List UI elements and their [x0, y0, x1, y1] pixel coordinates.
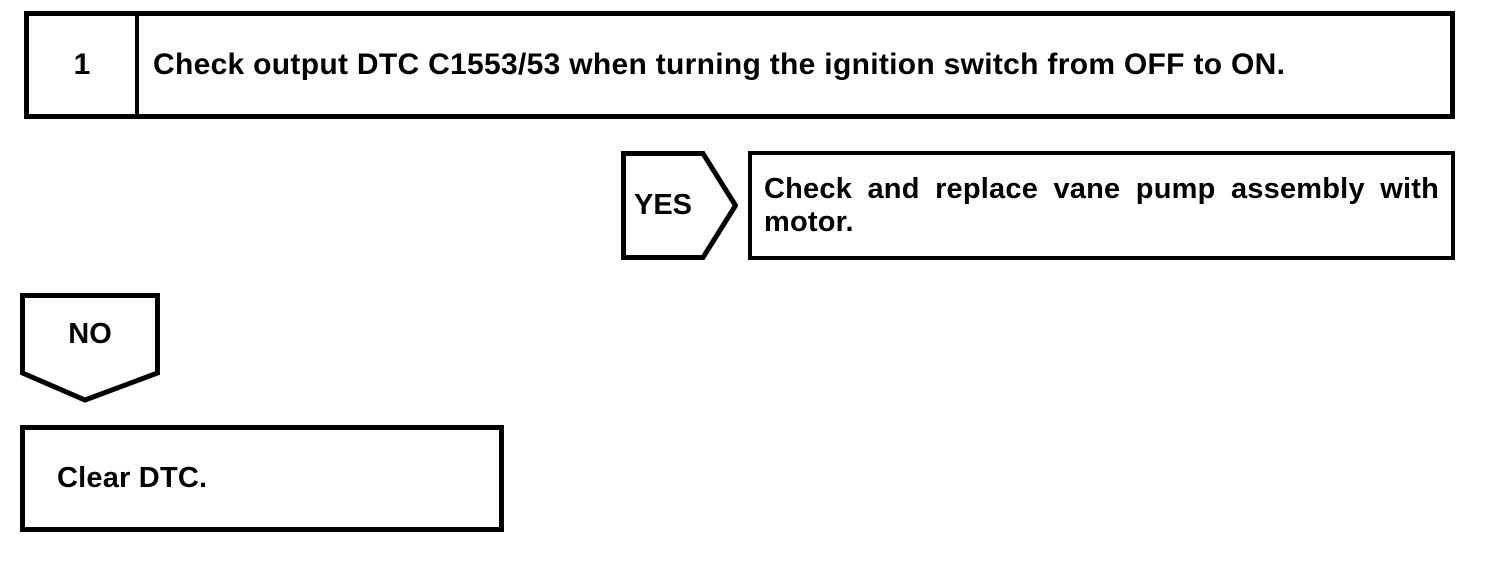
no-action-box: Clear DTC.	[20, 425, 504, 532]
step-number: 1	[29, 16, 139, 114]
no-connector: NO	[20, 293, 160, 405]
no-pentagon-down-icon	[20, 293, 160, 403]
yes-pentagon-right-icon	[621, 151, 738, 260]
step-box: 1 Check output DTC C1553/53 when turning…	[24, 11, 1455, 119]
no-label: NO	[68, 317, 112, 350]
yes-action-text: Check and replace vane pump assembly wit…	[764, 172, 1439, 238]
yes-label: YES	[633, 189, 693, 221]
no-action-text: Clear DTC.	[57, 462, 208, 494]
step-instruction: Check output DTC C1553/53 when turning t…	[153, 48, 1286, 81]
yes-connector: YES	[621, 151, 738, 260]
yes-action-box: Check and replace vane pump assembly wit…	[748, 151, 1455, 260]
